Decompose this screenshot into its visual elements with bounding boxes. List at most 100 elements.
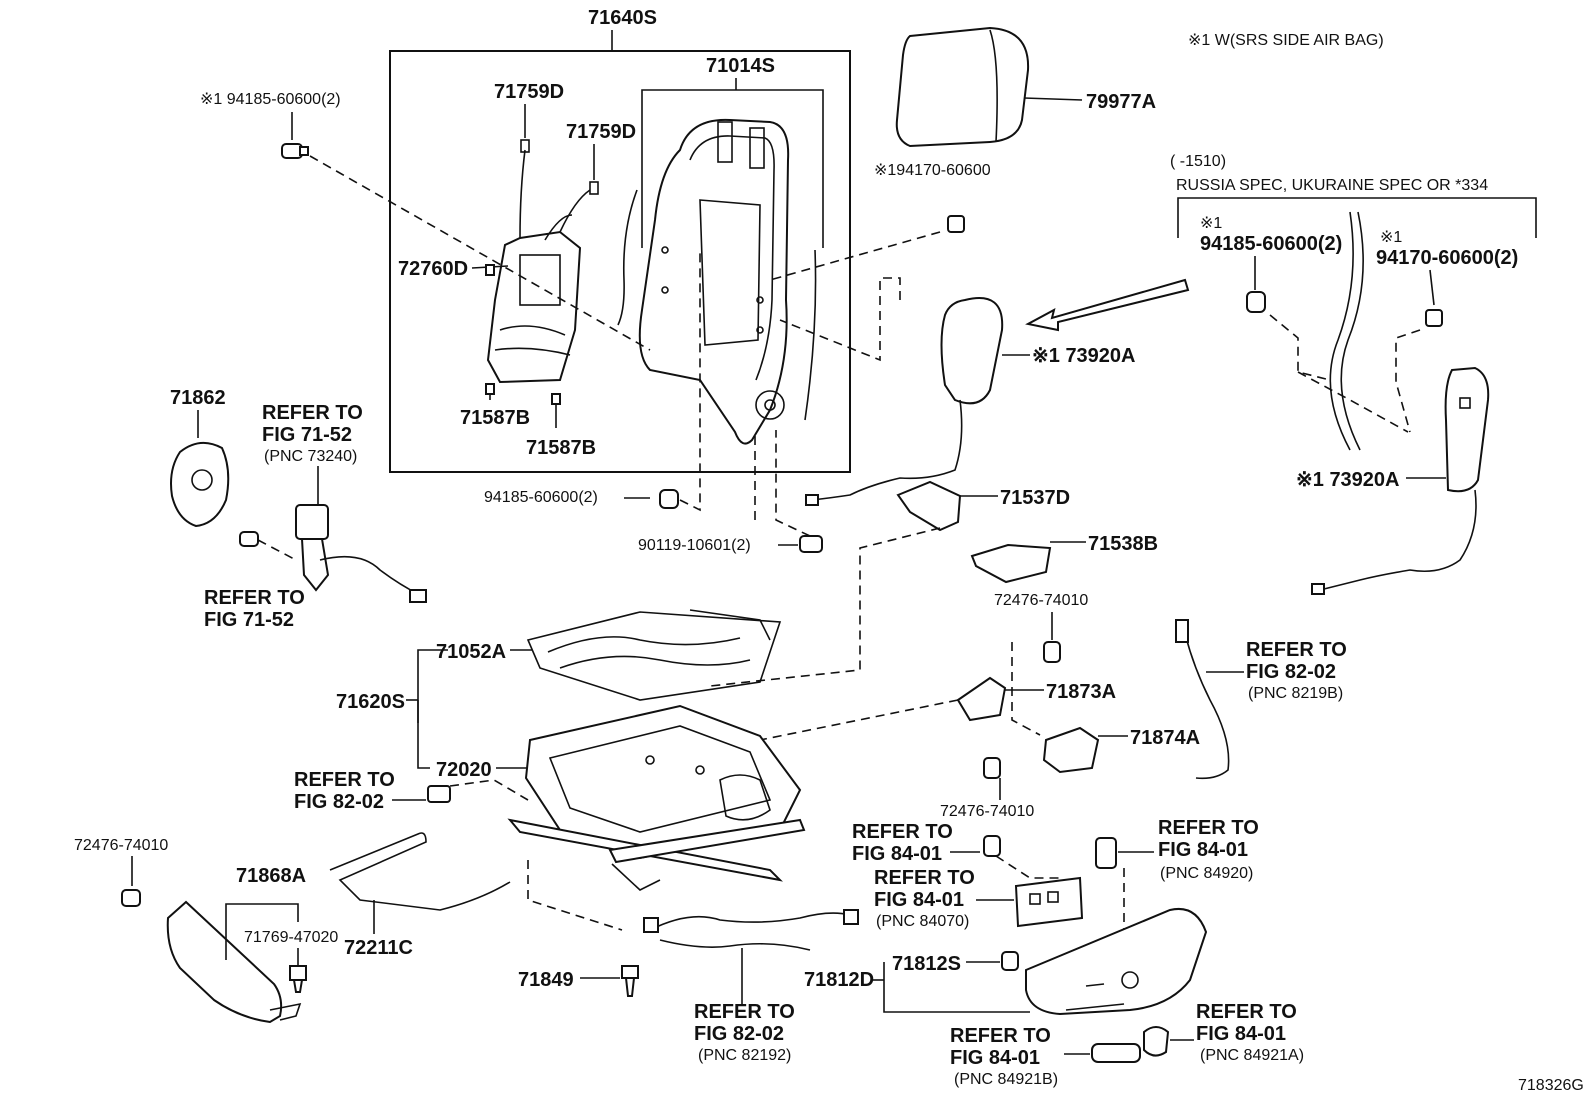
label-72020[interactable]: 72020 [436,759,492,781]
ref-belt-1: REFER TO [262,402,363,424]
clip-71587b-a [485,264,495,276]
inset-condition: RUSSIA SPEC, UKURAINE SPEC OR *334 [1176,177,1488,194]
label-72476-r2[interactable]: 72476-74010 [940,803,1034,820]
label-72476-r1[interactable]: 72476-74010 [994,592,1088,609]
ref-8401b-1: REFER TO [874,867,975,889]
ref-8401a-1: REFER TO [852,821,953,843]
knob-84921b-part [1091,1043,1141,1063]
label-72760d[interactable]: 72760D [398,258,468,280]
label-71052a[interactable]: 71052A [436,641,506,663]
ref-8202l-2: FIG 82-02 [294,791,384,813]
label-71874a[interactable]: 71874A [1130,727,1200,749]
label-94185-top[interactable]: ※1 94185-60600(2) [200,91,341,108]
ref-84921b-1: REFER TO [950,1025,1051,1047]
label-71759d-a[interactable]: 71759D [494,81,564,103]
ref-84921b-3: (PNC 84921B) [954,1071,1058,1088]
cover-71862-part [170,441,230,528]
label-71620s[interactable]: 71620S [336,691,405,713]
label-71759d-b[interactable]: 71759D [566,121,636,143]
seatback-frame-part [638,118,790,445]
ref-belt-2: FIG 71-52 [262,424,352,446]
label-71769[interactable]: 71769-47020 [244,929,338,946]
label-72211c[interactable]: 72211C [344,937,413,959]
screw-94185-top [281,143,309,159]
figure-code: 718326G [1518,1077,1584,1094]
label-71014s[interactable]: 71014S [706,55,775,77]
bracket-71537d-part [896,480,962,532]
inset-nut-b [1425,309,1443,327]
label-94185-mid[interactable]: 94185-60600(2) [484,489,598,506]
frame-side-wire-right [804,249,817,421]
harness-82192-part [649,912,851,951]
label-71812d[interactable]: 71812D [804,969,874,991]
wire-72211c-part [329,832,511,911]
ref-82192-1: REFER TO [694,1001,795,1023]
pad-79977a-part [895,26,1030,148]
label-71849[interactable]: 71849 [518,969,574,991]
label-72476-l[interactable]: 72476-74010 [74,837,168,854]
knob-84921a-part [1143,1026,1170,1057]
bolt-72476-l [121,889,141,907]
bracket-71538b-part [970,543,1052,584]
bolt-72476-r2 [983,757,1001,779]
ref-8202r-1: REFER TO [1246,639,1347,661]
ref-8401b-3: (PNC 84070) [876,913,969,930]
switch-84070-part [1014,876,1084,928]
ref-84921a-2: FIG 84-01 [1196,1023,1286,1045]
clip-71849-part [621,965,639,997]
ref-belt-b1: REFER TO [204,587,305,609]
bolt-90119 [799,535,823,553]
ref-84921b-2: FIG 84-01 [950,1047,1040,1069]
seat-shield-71812d-part [1025,908,1208,1016]
bolt-72476-r1 [1043,641,1061,663]
ref-84920-2: FIG 84-01 [1158,839,1248,861]
bracket-71873a-part [956,676,1007,722]
install-direction-arrow [1025,278,1190,332]
label-71587b-b[interactable]: 71587B [526,437,596,459]
label-90119[interactable]: 90119-10601(2) [638,537,751,554]
label-94185-inset[interactable]: 94185-60600(2) [1200,233,1342,255]
note-srs-side-airbag: ※1 W(SRS SIDE AIR BAG) [1188,32,1384,49]
harness-8219b-part [1181,619,1230,780]
label-71537d[interactable]: 71537D [1000,487,1070,509]
connector-8202-left [427,785,451,803]
nut-94185-mid [659,489,679,509]
ref-8401b-2: FIG 84-01 [874,889,964,911]
frame-side-wire-left [617,189,638,326]
inset-airbag-73920a [1444,366,1490,493]
bolt-belt [239,531,259,547]
clip-71769-part [289,965,307,993]
inset-nut-a [1246,291,1266,313]
ref-8401a-2: FIG 84-01 [852,843,942,865]
ref-belt-b2: FIG 71-52 [204,609,294,631]
label-94170-mid[interactable]: ※194170-60600 [874,162,991,179]
label-71640s[interactable]: 71640S [588,7,657,29]
ref-84920-3: (PNC 84920) [1160,865,1253,882]
label-79977a[interactable]: 79977A [1086,91,1156,113]
inset-mark-a: ※1 [1200,215,1222,232]
label-71587b-a[interactable]: 71587B [460,407,530,429]
seatback-assembly-box [389,50,851,473]
label-73920a-main[interactable]: ※1 73920A [1032,345,1136,367]
seatbelt-buckle-part [295,504,427,603]
label-73920a-inset[interactable]: ※1 73920A [1296,469,1400,491]
label-71868a[interactable]: 71868A [236,865,306,887]
nut-94170-mid [947,215,965,233]
ref-82192-3: (PNC 82192) [698,1047,791,1064]
label-71873a[interactable]: 71873A [1046,681,1116,703]
ref-82192-2: FIG 82-02 [694,1023,784,1045]
label-71538b[interactable]: 71538B [1088,533,1158,555]
cover-71874a-part [1042,726,1100,774]
ref-84921a-1: REFER TO [1196,1001,1297,1023]
ref-84921a-3: (PNC 84921A) [1200,1047,1304,1064]
inset-mark-b: ※1 [1380,229,1402,246]
ref-8202r-2: FIG 82-02 [1246,661,1336,683]
label-94170-inset[interactable]: 94170-60600(2) [1376,247,1518,269]
label-71862[interactable]: 71862 [170,387,226,409]
cover-71868a-part [166,900,283,1024]
label-71812s[interactable]: 71812S [892,953,961,975]
bolt-8401a [983,835,1001,857]
lumbar-support-part [486,149,591,384]
inset-period: ( -1510) [1170,153,1226,170]
